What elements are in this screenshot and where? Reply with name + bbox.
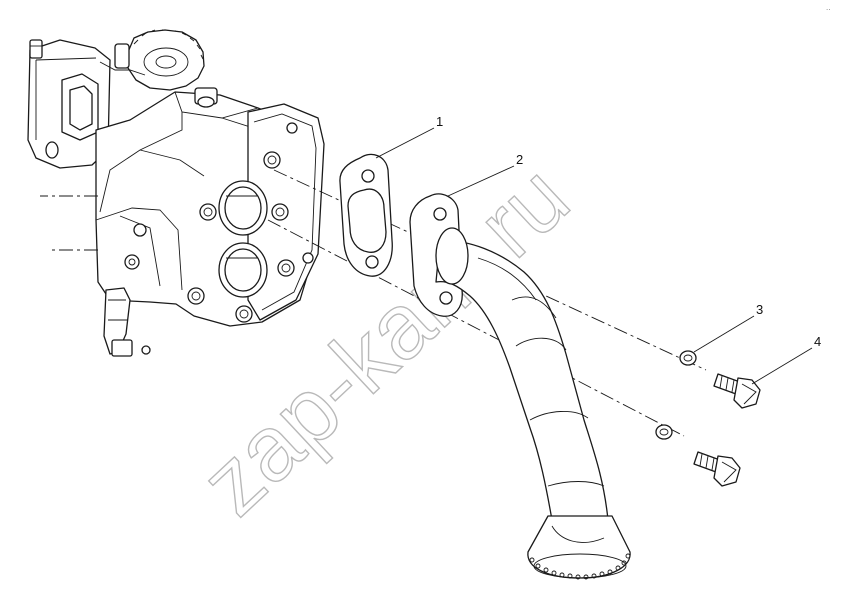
pump-bolts [124, 151, 295, 323]
pump-body [95, 87, 325, 357]
washers-part-3 [655, 350, 697, 440]
callout-4-label: 4 [814, 334, 821, 349]
bolt-upper [713, 373, 761, 409]
bolts-part-4 [693, 373, 761, 487]
callout-3-label: 3 [756, 302, 763, 317]
callout-2: 2 [447, 152, 523, 197]
callout-3: 3 [693, 302, 763, 353]
callout-4: 4 [751, 334, 821, 385]
bolt-lower [693, 451, 741, 487]
callout-1: 1 [375, 114, 443, 159]
corner-mark: .. [826, 3, 830, 12]
oil-pump-assembly [27, 29, 325, 357]
oil-pickup-tube-part-2 [409, 193, 631, 580]
callout-2-label: 2 [516, 152, 523, 167]
callout-1-label: 1 [436, 114, 443, 129]
strainer-holes [529, 553, 631, 580]
drive-gear [114, 29, 205, 91]
gasket-part-1 [339, 153, 393, 277]
